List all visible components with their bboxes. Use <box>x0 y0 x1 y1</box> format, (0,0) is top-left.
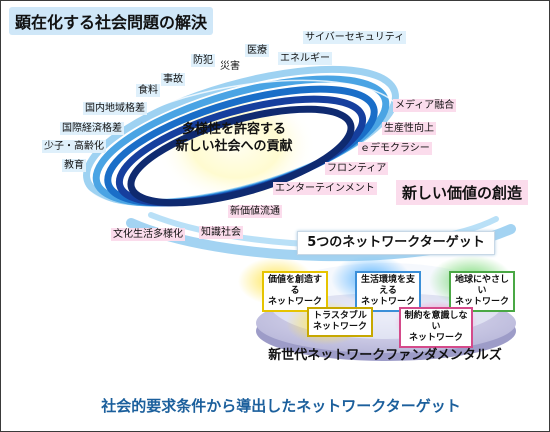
figure-caption: 社会的要求条件から導出したネットワークターゲット <box>101 397 461 415</box>
target-box-trustable: トラスタブル ネットワーク <box>307 307 373 337</box>
issue-label: 国際経済格差 <box>60 122 124 135</box>
target-box-living-environment: 生活環境を支える ネットワーク <box>355 271 421 312</box>
target-line-1: 地球にやさしい <box>454 275 509 296</box>
header-title: 顕在化する社会問題の解決 <box>9 7 214 35</box>
issue-label: 少子・高齢化 <box>42 140 106 153</box>
value-label: 生産性向上 <box>382 122 436 135</box>
target-line-2: ネットワーク <box>408 333 463 343</box>
value-label: 文化生活多様化 <box>111 228 185 241</box>
value-label: 新価値流通 <box>228 205 282 218</box>
network-targets-title: 5つのネットワークターゲット <box>297 231 495 255</box>
issue-label: 教育 <box>62 159 86 172</box>
new-value-title: 新しい価値の創造 <box>396 180 529 205</box>
issue-label: 国内地域格差 <box>83 102 147 115</box>
target-line-2: ネットワーク <box>267 297 322 307</box>
issue-label: 事故 <box>161 73 185 86</box>
center-line-2: 新しい社会への貢献 <box>175 139 293 154</box>
target-line-1: 価値を創造する <box>267 275 322 296</box>
target-line-2: ネットワーク <box>360 297 415 307</box>
issue-label: 防犯 <box>191 54 215 67</box>
issue-label: 医療 <box>245 44 269 57</box>
issue-label: サイバーセキュリティ <box>303 31 407 44</box>
target-line-1: 制約を意識しない <box>404 311 468 332</box>
target-line-2: ネットワーク <box>312 322 367 332</box>
issue-label: 食料 <box>136 84 160 97</box>
target-line-1: 生活環境を支える <box>360 275 415 296</box>
value-label: 知識社会 <box>199 226 243 239</box>
center-line-1: 多様性を許容する <box>181 122 286 137</box>
value-label: フロンティア <box>325 162 389 175</box>
fundamentals-label: 新世代ネットワークファンダメンタルズ <box>268 348 502 363</box>
target-line-1: トラスタブル <box>313 311 367 321</box>
target-box-value-creation: 価値を創造する ネットワーク <box>262 271 328 312</box>
target-box-earth-friendly: 地球にやさしい ネットワーク <box>449 271 515 312</box>
target-line-2: ネットワーク <box>454 297 509 307</box>
value-label: メディア融合 <box>393 99 457 112</box>
issue-label: 災害 <box>220 61 240 72</box>
value-label: エンターテインメント <box>273 182 377 195</box>
target-box-unconstrained: 制約を意識しない ネットワーク <box>399 307 473 348</box>
value-label: ｅデモクラシー <box>358 142 432 155</box>
issue-label: エネルギー <box>278 52 332 65</box>
center-message: 多様性を許容する 新しい社会への貢献 <box>169 121 299 155</box>
